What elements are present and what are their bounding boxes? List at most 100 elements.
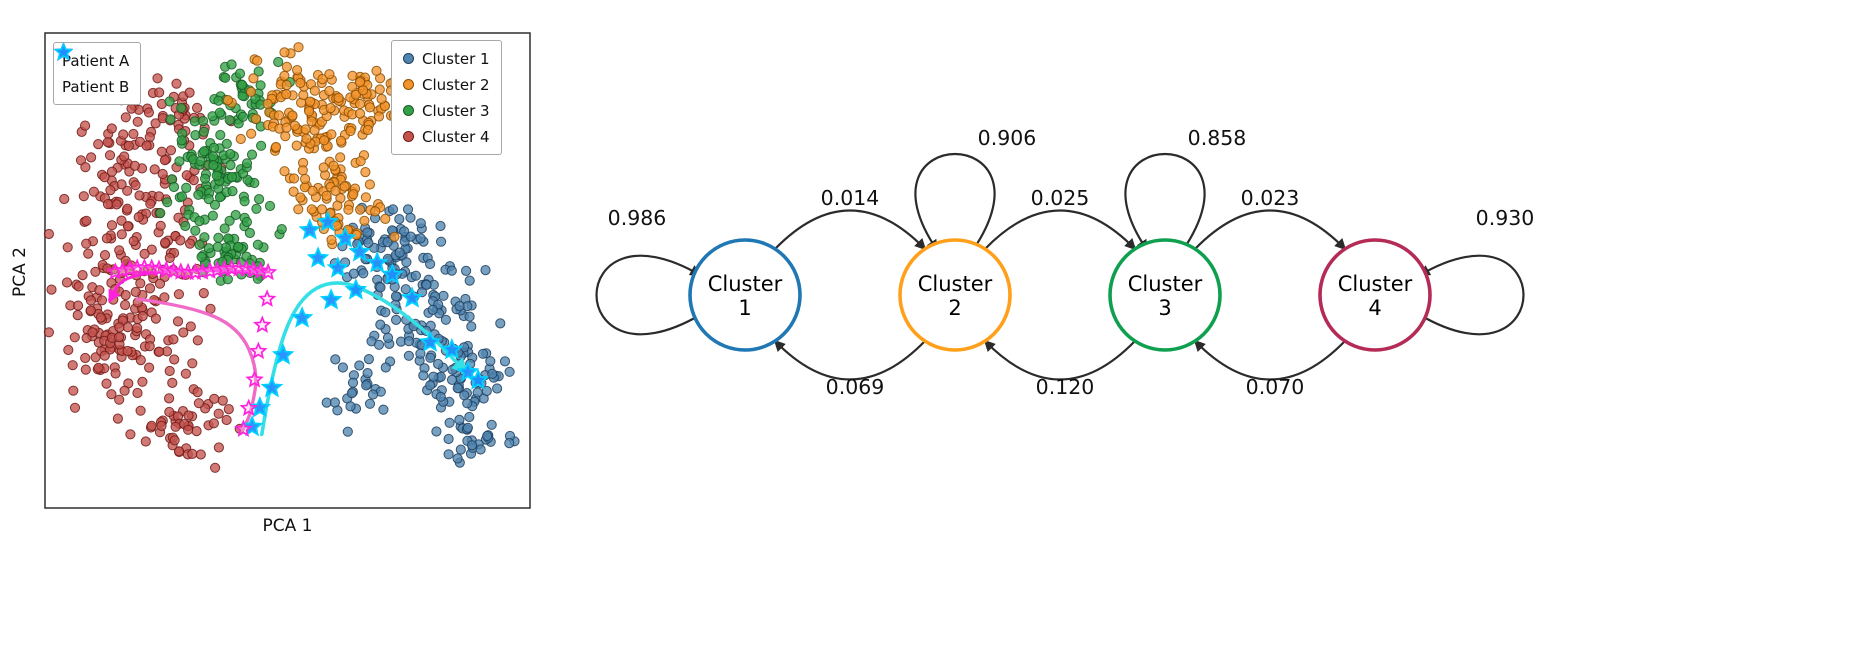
data-point (193, 189, 204, 200)
data-point (291, 140, 302, 151)
data-point (174, 156, 185, 167)
data-point (300, 173, 311, 185)
patient-a-star (193, 262, 212, 280)
data-point (111, 199, 122, 210)
data-point (421, 279, 432, 290)
patient-b-star (400, 286, 424, 308)
data-point (198, 116, 209, 127)
data-point (165, 114, 176, 125)
data-point (309, 85, 320, 96)
data-point (167, 377, 178, 388)
data-point (446, 265, 457, 276)
data-point (402, 204, 414, 215)
patient-b-star (456, 360, 480, 382)
data-point (200, 173, 211, 184)
data-point (155, 220, 166, 231)
data-point (69, 332, 80, 343)
data-point (194, 216, 205, 227)
state-node-number: 4 (1368, 296, 1381, 320)
data-point (137, 311, 148, 322)
data-point (280, 131, 291, 142)
legend-item-cluster-4: Cluster 4 (400, 124, 490, 149)
data-point (326, 234, 337, 245)
data-point (304, 106, 315, 117)
data-point (364, 102, 375, 113)
data-point (154, 87, 165, 98)
legend-item-patient-b: Patient B (54, 43, 129, 99)
data-point (119, 385, 130, 396)
data-point (281, 89, 292, 100)
data-point (159, 292, 170, 303)
data-point (462, 422, 473, 433)
data-point (132, 322, 143, 334)
data-point (187, 448, 198, 459)
data-point (81, 215, 92, 226)
state-node-number: 1 (738, 296, 751, 320)
data-point (487, 368, 498, 379)
data-point (67, 360, 78, 371)
data-point (345, 125, 356, 137)
data-point (354, 77, 366, 88)
data-point (125, 429, 136, 440)
data-point (88, 186, 100, 197)
data-point (391, 314, 402, 325)
patient-b-star (333, 226, 357, 248)
cluster-3-dot-icon (403, 105, 414, 116)
data-point (80, 120, 91, 131)
transition-probability-label: 0.025 (1031, 186, 1090, 210)
data-point (264, 200, 276, 212)
data-point (289, 120, 300, 131)
scatter-points-cluster-2 (222, 42, 400, 250)
data-point (362, 124, 373, 136)
data-point (378, 404, 389, 415)
data-point (184, 87, 195, 98)
data-point (300, 124, 311, 135)
data-point (164, 252, 175, 263)
data-point (425, 380, 436, 391)
data-point (196, 251, 207, 262)
data-point (164, 365, 175, 377)
self-loop-arrow (1124, 153, 1206, 252)
patient-a-star (249, 341, 268, 360)
data-point (183, 424, 194, 435)
cluster-1-dot-icon (403, 53, 414, 64)
patient-b-star (466, 368, 490, 390)
data-point (169, 435, 180, 446)
data-point (219, 223, 230, 234)
data-point (104, 150, 116, 161)
data-point (106, 166, 118, 177)
data-point (143, 107, 154, 118)
data-point (297, 165, 308, 176)
data-point (169, 354, 180, 365)
data-point (130, 286, 141, 298)
data-point (192, 387, 203, 398)
data-point (452, 453, 463, 464)
data-point (293, 42, 304, 53)
data-point (126, 103, 137, 114)
data-point (373, 111, 385, 122)
data-point (181, 170, 192, 181)
data-point (195, 449, 206, 460)
data-point (330, 185, 341, 196)
cluster-4-dot-icon (403, 131, 414, 142)
transition-probability-label: 0.014 (821, 186, 880, 210)
data-point (364, 179, 375, 190)
data-point (482, 430, 493, 442)
data-point (213, 95, 224, 106)
patient-b-star (248, 395, 272, 418)
state-node-1 (688, 238, 802, 352)
cluster-2-dot-icon (403, 79, 414, 90)
data-point (164, 406, 175, 418)
data-point (119, 151, 130, 162)
data-point (222, 95, 233, 106)
data-point (348, 189, 359, 200)
data-point (63, 344, 74, 356)
transition-probability-label: 0.069 (826, 375, 885, 399)
patient-b-star (316, 210, 340, 232)
data-point (213, 232, 224, 243)
data-point (433, 358, 444, 370)
data-point (181, 182, 192, 193)
data-point (287, 110, 298, 121)
patient-b-stars (240, 210, 490, 437)
data-point (43, 327, 55, 338)
